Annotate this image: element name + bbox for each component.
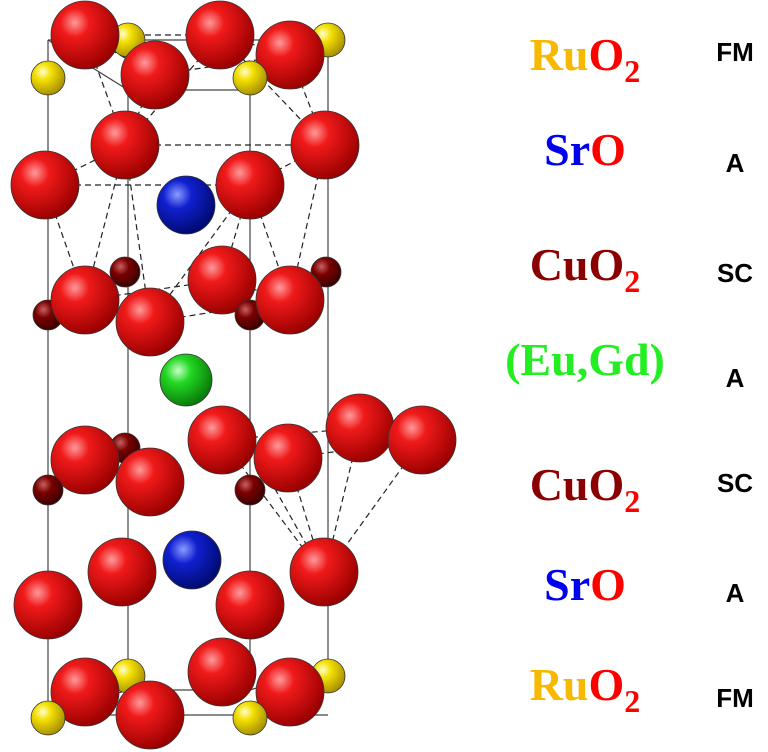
cu-atom <box>310 256 342 288</box>
o-atom <box>90 110 160 180</box>
formula-part: O <box>588 659 625 710</box>
ru-atom <box>232 700 268 736</box>
formula-part: O <box>588 29 625 80</box>
crystal-structure <box>10 0 457 750</box>
formula-subscript: 2 <box>624 483 641 519</box>
o-atom <box>187 637 257 707</box>
o-atom <box>115 287 185 357</box>
layer-formula-2: SrO <box>490 120 680 180</box>
layer-formula-6: SrO <box>490 555 680 615</box>
magnetic-order-tag: A <box>725 148 745 178</box>
magnetic-order-tag: SC <box>716 468 754 498</box>
o-atom <box>289 537 359 607</box>
formula-part: O <box>588 459 625 510</box>
formula-part: O <box>588 239 625 290</box>
o-atom <box>87 537 157 607</box>
ru-atom <box>30 700 66 736</box>
magnetic-order-tag: FM <box>716 683 754 713</box>
formula-subscript: 2 <box>624 53 641 89</box>
o-atom <box>120 40 190 110</box>
o-atom <box>187 245 257 315</box>
o-atom <box>50 265 120 335</box>
o-atom <box>255 20 325 90</box>
formula-part: Cu <box>529 459 589 510</box>
layer-formula-5: CuO2 <box>490 455 680 517</box>
o-atom <box>325 393 395 463</box>
formula-part: Ru <box>529 29 589 80</box>
o-atom <box>255 265 325 335</box>
formula-part: Sr <box>544 124 591 175</box>
formula-subscript: 2 <box>624 263 641 299</box>
o-atom <box>50 0 120 70</box>
o-atom <box>50 425 120 495</box>
ru-atom <box>232 60 268 96</box>
magnetic-order-tag: SC <box>716 258 754 288</box>
o-atom <box>215 570 285 640</box>
o-atom <box>115 680 185 750</box>
o-atom <box>255 657 325 727</box>
o-atom <box>50 657 120 727</box>
o-atom <box>13 570 83 640</box>
formula-part: Ru <box>529 659 589 710</box>
atoms-back <box>10 0 457 750</box>
o-atom <box>115 447 185 517</box>
formula-part: (Eu,Gd) <box>505 334 665 385</box>
cu-atom <box>109 256 141 288</box>
layer-formula-7: RuO2 <box>490 655 680 717</box>
o-atom <box>185 0 255 70</box>
sr-atom <box>156 175 216 235</box>
magnetic-order-tag: A <box>725 363 745 393</box>
eugd-atom <box>159 353 213 407</box>
formula-part: Cu <box>529 239 589 290</box>
magnetic-order-tag: A <box>725 578 745 608</box>
layer-formula-3: CuO2 <box>490 235 680 297</box>
layer-formula-1: RuO2 <box>490 25 680 87</box>
sr-atom <box>162 530 222 590</box>
formula-part: Sr <box>544 559 591 610</box>
o-atom <box>290 110 360 180</box>
o-atom <box>187 405 257 475</box>
formula-part: O <box>590 124 626 175</box>
cu-atom <box>32 474 64 506</box>
formula-part: O <box>590 559 626 610</box>
magnetic-order-tag: FM <box>716 37 754 67</box>
formula-subscript: 2 <box>624 683 641 719</box>
o-atom <box>253 423 323 493</box>
ru-atom <box>30 60 66 96</box>
o-atom <box>215 150 285 220</box>
cu-atom <box>234 474 266 506</box>
o-atom <box>10 150 80 220</box>
layer-formula-4: (Eu,Gd) <box>490 330 680 390</box>
o-atom <box>387 405 457 475</box>
